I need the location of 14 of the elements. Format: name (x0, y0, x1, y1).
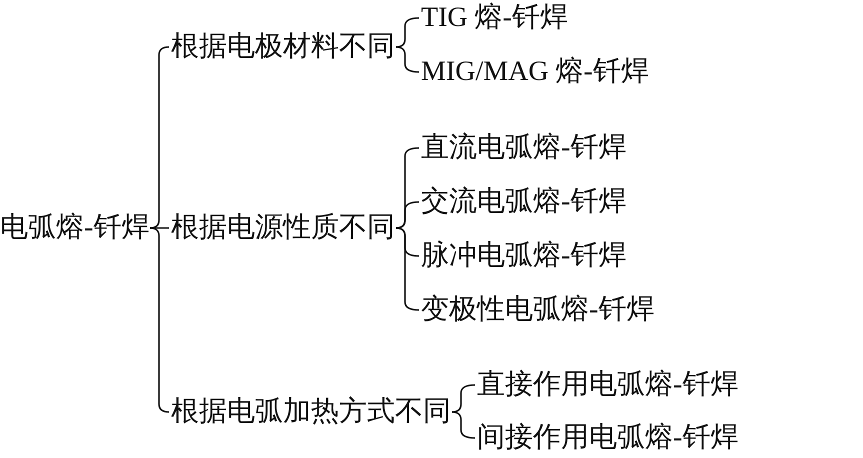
category-label: 根据电弧加热方式不同 (171, 395, 451, 429)
category-label: 变极性电弧熔-钎焊 (421, 293, 654, 327)
category-label: 脉冲电弧熔-钎焊 (421, 239, 626, 273)
category-label: TIG 熔-钎焊 (421, 1, 568, 35)
category-label: 根据电极材料不同 (171, 30, 395, 64)
brace-connector (150, 227, 169, 229)
category-label: 直接作用电弧熔-钎焊 (477, 368, 738, 402)
category-label: 间接作用电弧熔-钎焊 (477, 421, 738, 455)
category-label: 直流电弧熔-钎焊 (421, 131, 626, 165)
category-label: 根据电源性质不同 (171, 211, 395, 245)
brace-connector (396, 201, 420, 229)
category-label: 电弧熔-钎焊 (0, 211, 150, 245)
category-label: 交流电弧熔-钎焊 (421, 185, 626, 219)
category-label: MIG/MAG 熔-钎焊 (421, 55, 649, 89)
